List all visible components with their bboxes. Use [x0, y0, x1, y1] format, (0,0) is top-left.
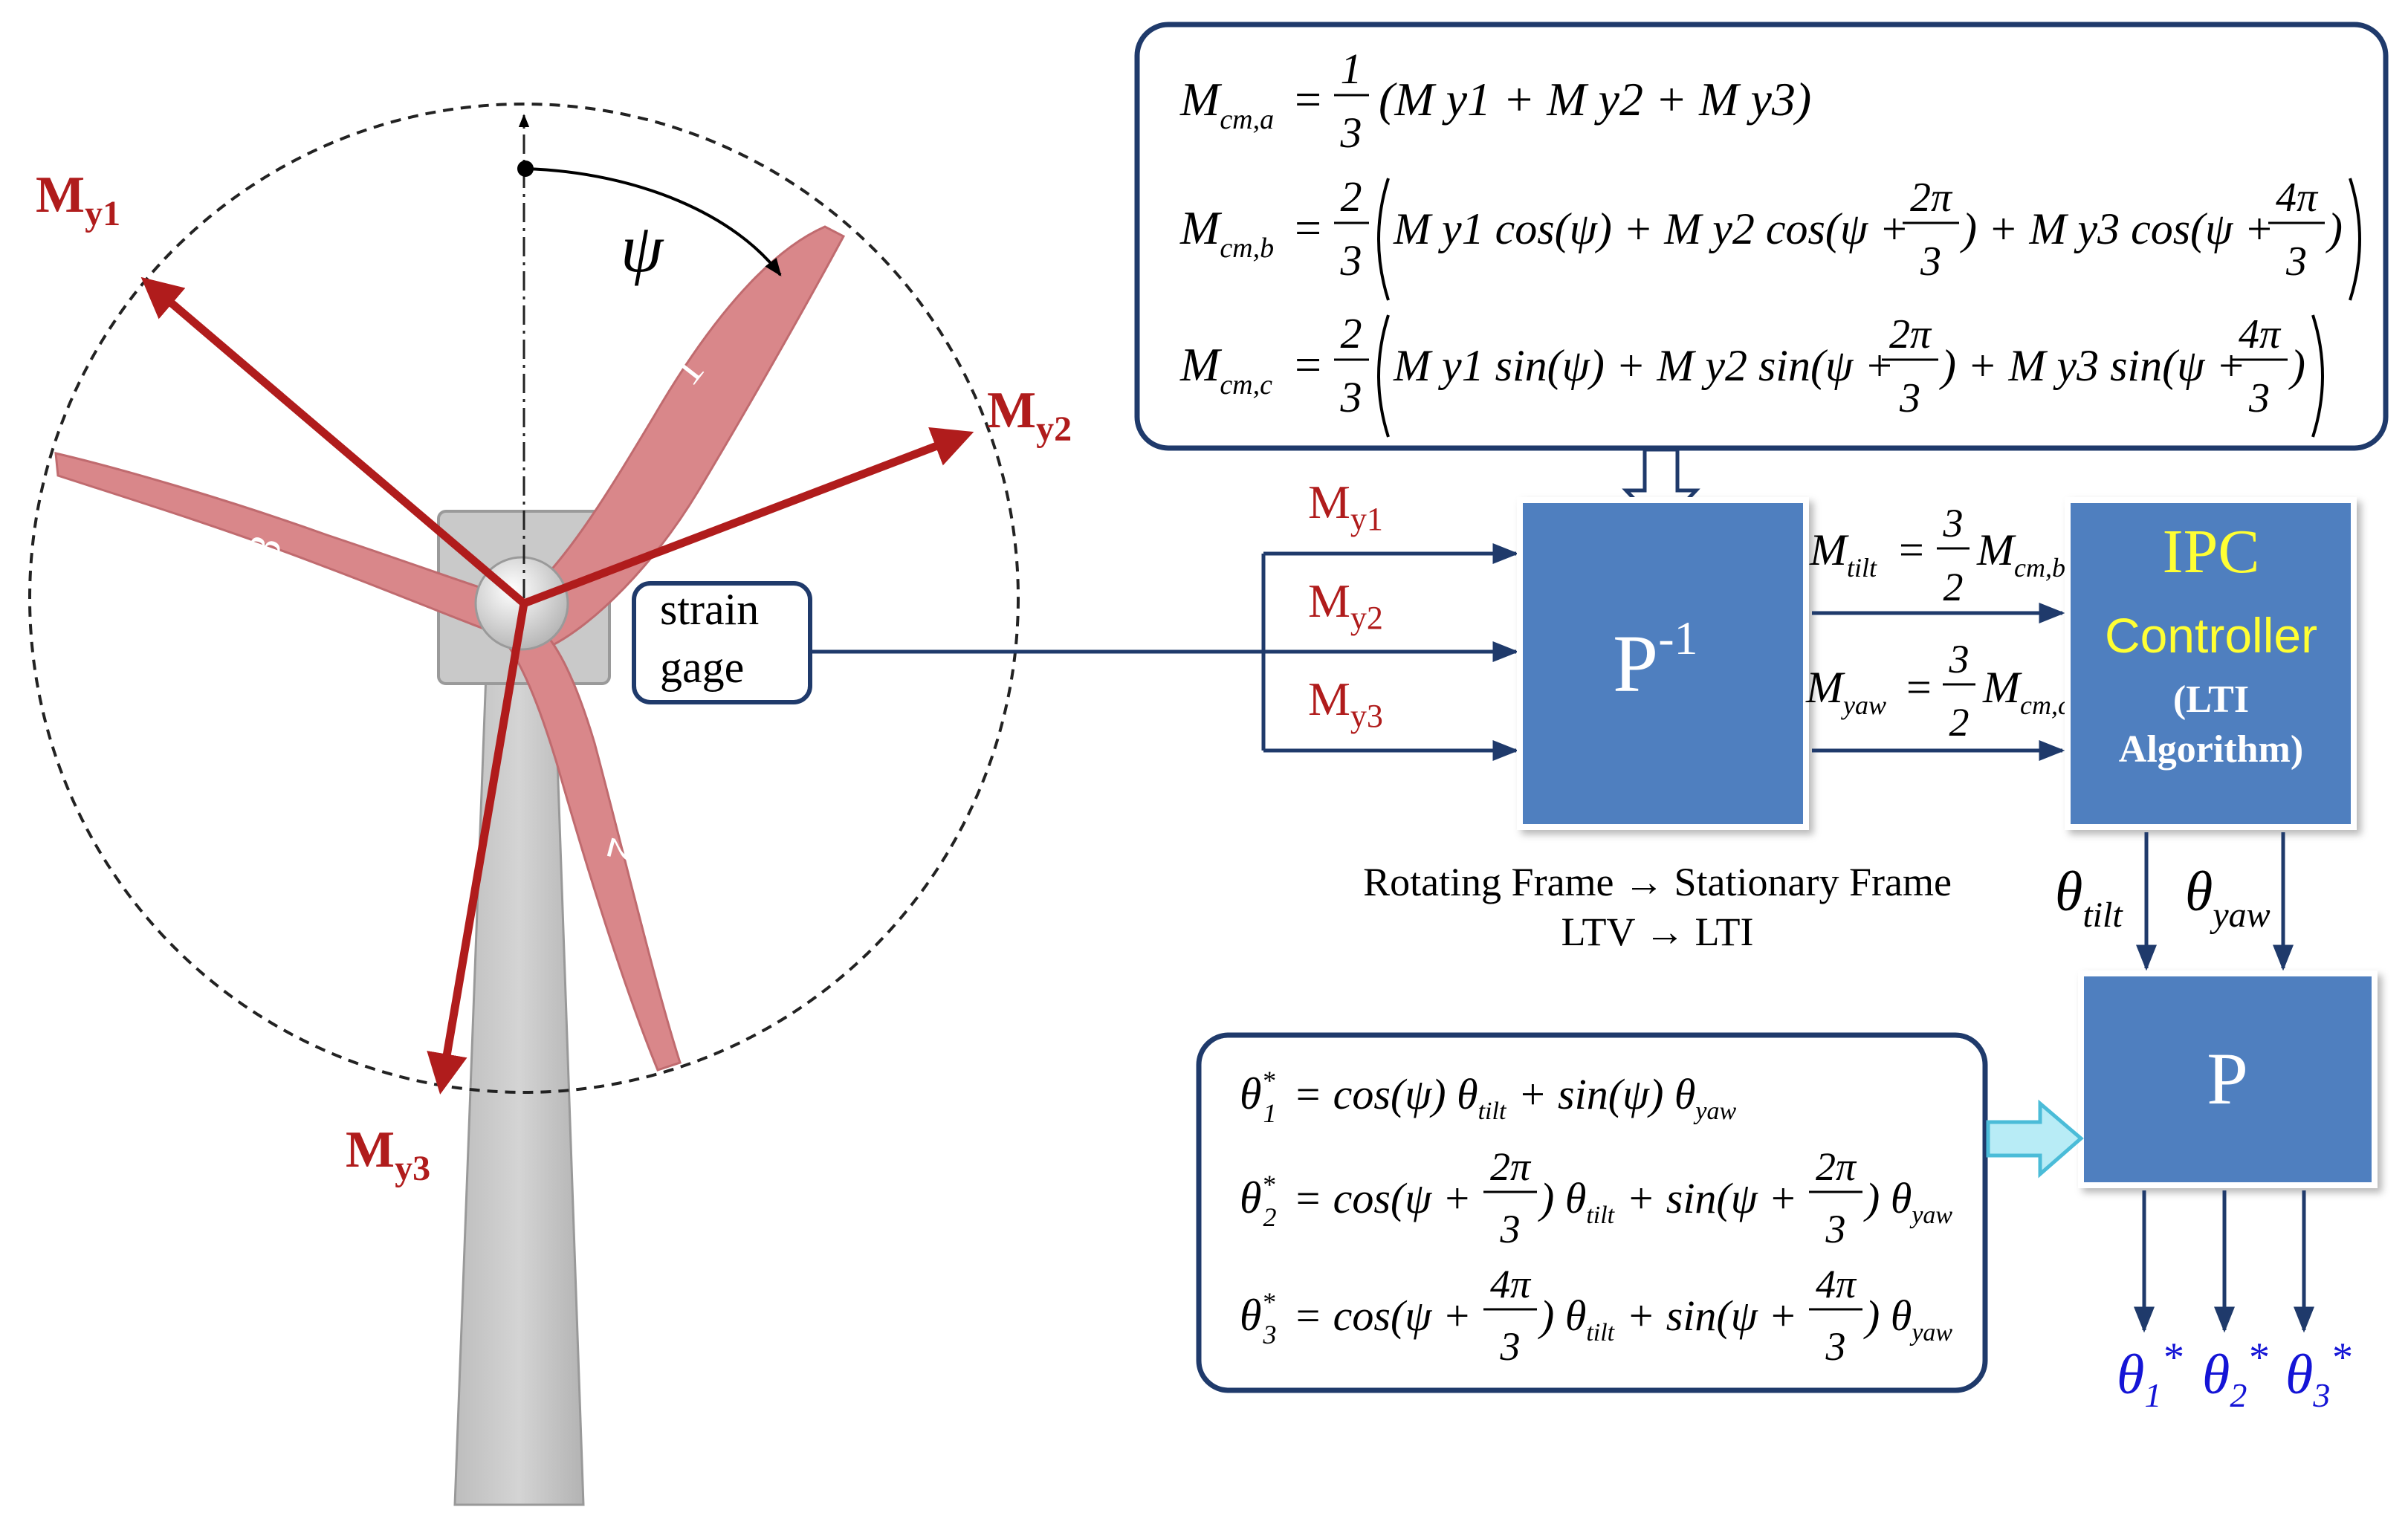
- label-my2-input: My2: [1308, 574, 1383, 636]
- svg-text:) θtilt+ sin(ψ +: ) θtilt+ sin(ψ +: [1538, 1291, 1797, 1346]
- ipc-title: IPC: [2163, 517, 2260, 586]
- svg-text:3: 3: [1340, 108, 1362, 157]
- svg-text:3: 3: [1340, 373, 1362, 421]
- svg-text:=: =: [1899, 525, 1924, 574]
- output-theta-3: θ3*: [2285, 1335, 2351, 1414]
- rotor-circle: [28, 103, 1020, 1094]
- pitch-equations-box: [1196, 1032, 1988, 1393]
- blade-3: [54, 452, 522, 641]
- svg-text:=: =: [1295, 338, 1321, 391]
- blade-2: [496, 604, 682, 1072]
- svg-text:): ): [2288, 341, 2305, 390]
- svg-text:=: =: [1295, 201, 1321, 254]
- svg-text:) + M y3 sin(ψ +: ) + M y3 sin(ψ +: [1939, 341, 2246, 390]
- svg-text:): ): [2326, 204, 2343, 253]
- frame-caption-2: LTV → LTI: [1561, 910, 1753, 954]
- svg-text:) θyaw: ) θyaw: [1863, 1291, 1952, 1346]
- svg-text:3: 3: [1943, 501, 1964, 545]
- svg-text:3: 3: [1500, 1207, 1521, 1251]
- svg-text:Mcm,a: Mcm,a: [1179, 73, 1274, 135]
- svg-text:4π: 4π: [2276, 175, 2319, 221]
- svg-text:3: 3: [1825, 1207, 1846, 1251]
- strain-gage-box: [632, 581, 812, 704]
- inverse-park-label: P-1: [1613, 612, 1698, 709]
- svg-text:θ*2: θ*2: [1240, 1170, 1276, 1232]
- frame-caption-1: Rotating Frame → Stationary Frame: [1363, 860, 1952, 904]
- moment-arrow-y1: [140, 276, 527, 607]
- pitch-equations: θ*1 = cos(ψ) θtilt+ sin(ψ) θyaw θ*2 = co…: [1240, 1066, 1952, 1369]
- svg-text:2: 2: [1943, 565, 1964, 609]
- svg-text:Mcm,c: Mcm,c: [1982, 663, 2070, 720]
- svg-text:3: 3: [1949, 637, 1970, 681]
- label-my3-turbine: My3: [346, 1121, 430, 1188]
- svg-text:= cos(ψ +: = cos(ψ +: [1293, 1174, 1472, 1222]
- svg-text:2π: 2π: [1816, 1144, 1857, 1189]
- coleman-equations: Mcm,a = 1 3 (M y1 + M y2 + M y3) Mcm,b =…: [1179, 45, 2361, 438]
- ipc-controller-label: Controller: [2105, 608, 2317, 663]
- svg-text:= cos(ψ +: = cos(ψ +: [1293, 1291, 1472, 1340]
- svg-text:θ*1: θ*1: [1240, 1066, 1276, 1128]
- svg-text:2π: 2π: [1910, 175, 1953, 221]
- theta-yaw-label: θyaw: [2185, 861, 2271, 935]
- svg-text:2π: 2π: [1889, 311, 1932, 357]
- svg-text:2: 2: [1341, 309, 1362, 357]
- svg-text:Mcm,b: Mcm,b: [1976, 525, 2065, 583]
- label-my1-turbine: My1: [36, 166, 120, 233]
- svg-text:3: 3: [1825, 1324, 1846, 1369]
- pitch-feed-arrow: [1986, 1099, 2084, 1179]
- svg-text:M y1 sin(ψ) + M y2 sin(ψ +: M y1 sin(ψ) + M y2 sin(ψ +: [1393, 341, 1894, 390]
- moment-arrow-y3: [427, 603, 528, 1095]
- park-label: P: [2207, 1037, 2248, 1120]
- strain-gage-label-2: gage: [660, 643, 744, 692]
- tilt-yaw-equations: Mtilt = 3 2 Mcm,b Myaw = 3 2 Mcm,c: [1805, 501, 2070, 745]
- svg-text:2: 2: [1341, 172, 1362, 221]
- svg-text:3: 3: [1500, 1324, 1521, 1369]
- svg-text:Mtilt: Mtilt: [1809, 525, 1877, 583]
- svg-text:3: 3: [1920, 239, 1941, 285]
- inverse-park-block: [1517, 497, 1809, 830]
- svg-text:4π: 4π: [1816, 1262, 1857, 1306]
- output-theta-2: θ2*: [2202, 1335, 2268, 1414]
- wind-turbine: 1 2 3: [54, 225, 846, 1506]
- svg-text:2π: 2π: [1490, 1144, 1532, 1189]
- svg-text:2: 2: [1949, 700, 1970, 745]
- svg-text:3: 3: [1340, 236, 1362, 285]
- svg-text:3: 3: [1899, 375, 1920, 421]
- label-my3-input: My3: [1308, 672, 1383, 734]
- svg-text:M y1 cos(ψ) + M y2 cos(ψ +: M y1 cos(ψ) + M y2 cos(ψ +: [1393, 204, 1909, 253]
- svg-text:) θyaw: ) θyaw: [1863, 1174, 1952, 1229]
- ipc-controller-block: [2065, 497, 2357, 830]
- psi-angle-arc: [525, 167, 782, 276]
- svg-text:=: =: [1906, 663, 1932, 712]
- svg-text:Mcm,c: Mcm,c: [1179, 338, 1272, 401]
- strain-gage-label-1: strain: [660, 585, 759, 634]
- label-my2-turbine: My2: [987, 382, 1072, 449]
- ipc-lti-label-1: (LTI: [2173, 678, 2249, 721]
- svg-text:=: =: [1295, 73, 1321, 126]
- psi-label: ψ: [621, 210, 664, 286]
- moment-arrow-y2: [522, 427, 974, 608]
- svg-text:) θtilt+ sin(ψ +: ) θtilt+ sin(ψ +: [1538, 1174, 1797, 1229]
- label-my1-input: My1: [1308, 476, 1383, 537]
- svg-text:= cos(ψ) θtilt+ sin(ψ) θyaw: = cos(ψ) θtilt+ sin(ψ) θyaw: [1293, 1070, 1736, 1125]
- svg-text:θ*3: θ*3: [1240, 1287, 1276, 1349]
- svg-text:4π: 4π: [2239, 311, 2282, 357]
- svg-text:Myaw: Myaw: [1805, 663, 1886, 720]
- theta-tilt-label: θtilt: [2055, 861, 2123, 935]
- coleman-transform-box: [1134, 22, 2389, 451]
- svg-text:3: 3: [2285, 239, 2307, 285]
- input-signal-lines: [1261, 543, 1519, 761]
- svg-text:Mcm,b: Mcm,b: [1179, 201, 1274, 264]
- svg-text:(M y1 + M y2 + M y3): (M y1 + M y2 + M y3): [1379, 73, 1811, 126]
- svg-text:1: 1: [1341, 45, 1362, 93]
- blade-moment-arrows: [140, 276, 974, 1095]
- svg-text:) + M y3 cos(ψ +: ) + M y3 cos(ψ +: [1960, 204, 2274, 253]
- output-theta-1: θ1*: [2117, 1335, 2182, 1414]
- ipc-lti-label-2: Algorithm): [2119, 728, 2303, 771]
- svg-text:4π: 4π: [1490, 1262, 1532, 1306]
- svg-text:3: 3: [2248, 375, 2270, 421]
- park-block: [2078, 970, 2378, 1188]
